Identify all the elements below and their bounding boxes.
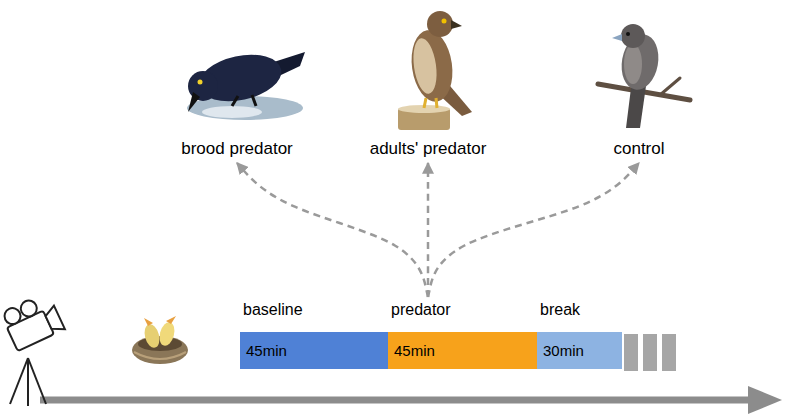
woodswallow-figure: [598, 24, 690, 128]
bird-label: control: [610, 138, 667, 159]
hawk-leg: [424, 98, 426, 108]
dashed-arrow: [428, 163, 639, 297]
tripod-leg: [28, 358, 46, 404]
hawk-beak: [451, 20, 462, 29]
repeat-bar: [624, 334, 638, 371]
bird-label: adults' predator: [367, 138, 490, 159]
camera-icon: [0, 291, 65, 406]
nest-twigs: [134, 352, 186, 359]
hawk-eye: [442, 19, 447, 24]
phase-name: baseline: [240, 299, 388, 321]
phase-duration: 45min: [240, 332, 388, 369]
bird-beak: [612, 34, 622, 41]
bird-label: brood predator: [178, 138, 296, 159]
dashed-arrow: [427, 163, 430, 297]
phase-name: break: [537, 299, 622, 321]
predator-label: control: [610, 138, 667, 159]
dashed-arrow: [237, 163, 428, 297]
chick: [157, 321, 177, 348]
bird-eye: [198, 80, 203, 85]
phase-bar: baseline 45min: [240, 299, 388, 369]
chick-beak: [166, 316, 176, 324]
chick-beak: [144, 318, 153, 326]
hawk-body: [407, 28, 457, 105]
hawk-figure: [398, 11, 472, 130]
phase-duration: 30min: [537, 332, 622, 369]
bird-head: [621, 24, 645, 48]
tripod-leg: [27, 358, 29, 406]
hawk-head: [427, 11, 453, 37]
camera-lens: [43, 306, 65, 335]
hawk-breast: [410, 37, 440, 96]
repeat-bar: [662, 334, 676, 371]
bird-beak: [188, 92, 200, 112]
bird-leg: [252, 95, 256, 106]
camera-reel: [18, 298, 39, 319]
phase-bar: break 30min: [537, 299, 622, 369]
nest-icon: [132, 316, 188, 364]
phase-bar: predator 45min: [388, 299, 537, 369]
predator-label: adults' predator: [367, 138, 490, 159]
tripod-leg: [10, 358, 28, 404]
axis-arrowhead: [748, 386, 782, 414]
bird-eye: [626, 32, 630, 36]
hawk-leg: [436, 98, 437, 108]
bird-leg: [232, 96, 238, 106]
phase-duration: 45min: [388, 332, 537, 369]
phase-name: predator: [388, 299, 537, 321]
chick: [142, 323, 162, 350]
twig: [660, 78, 680, 95]
time-axis: [40, 397, 752, 404]
predator-label: brood predator: [178, 138, 296, 159]
currawong-figure: [187, 48, 305, 120]
rock-lichen: [202, 106, 262, 118]
bird-breast: [624, 44, 642, 84]
repeat-bar: [643, 334, 657, 371]
